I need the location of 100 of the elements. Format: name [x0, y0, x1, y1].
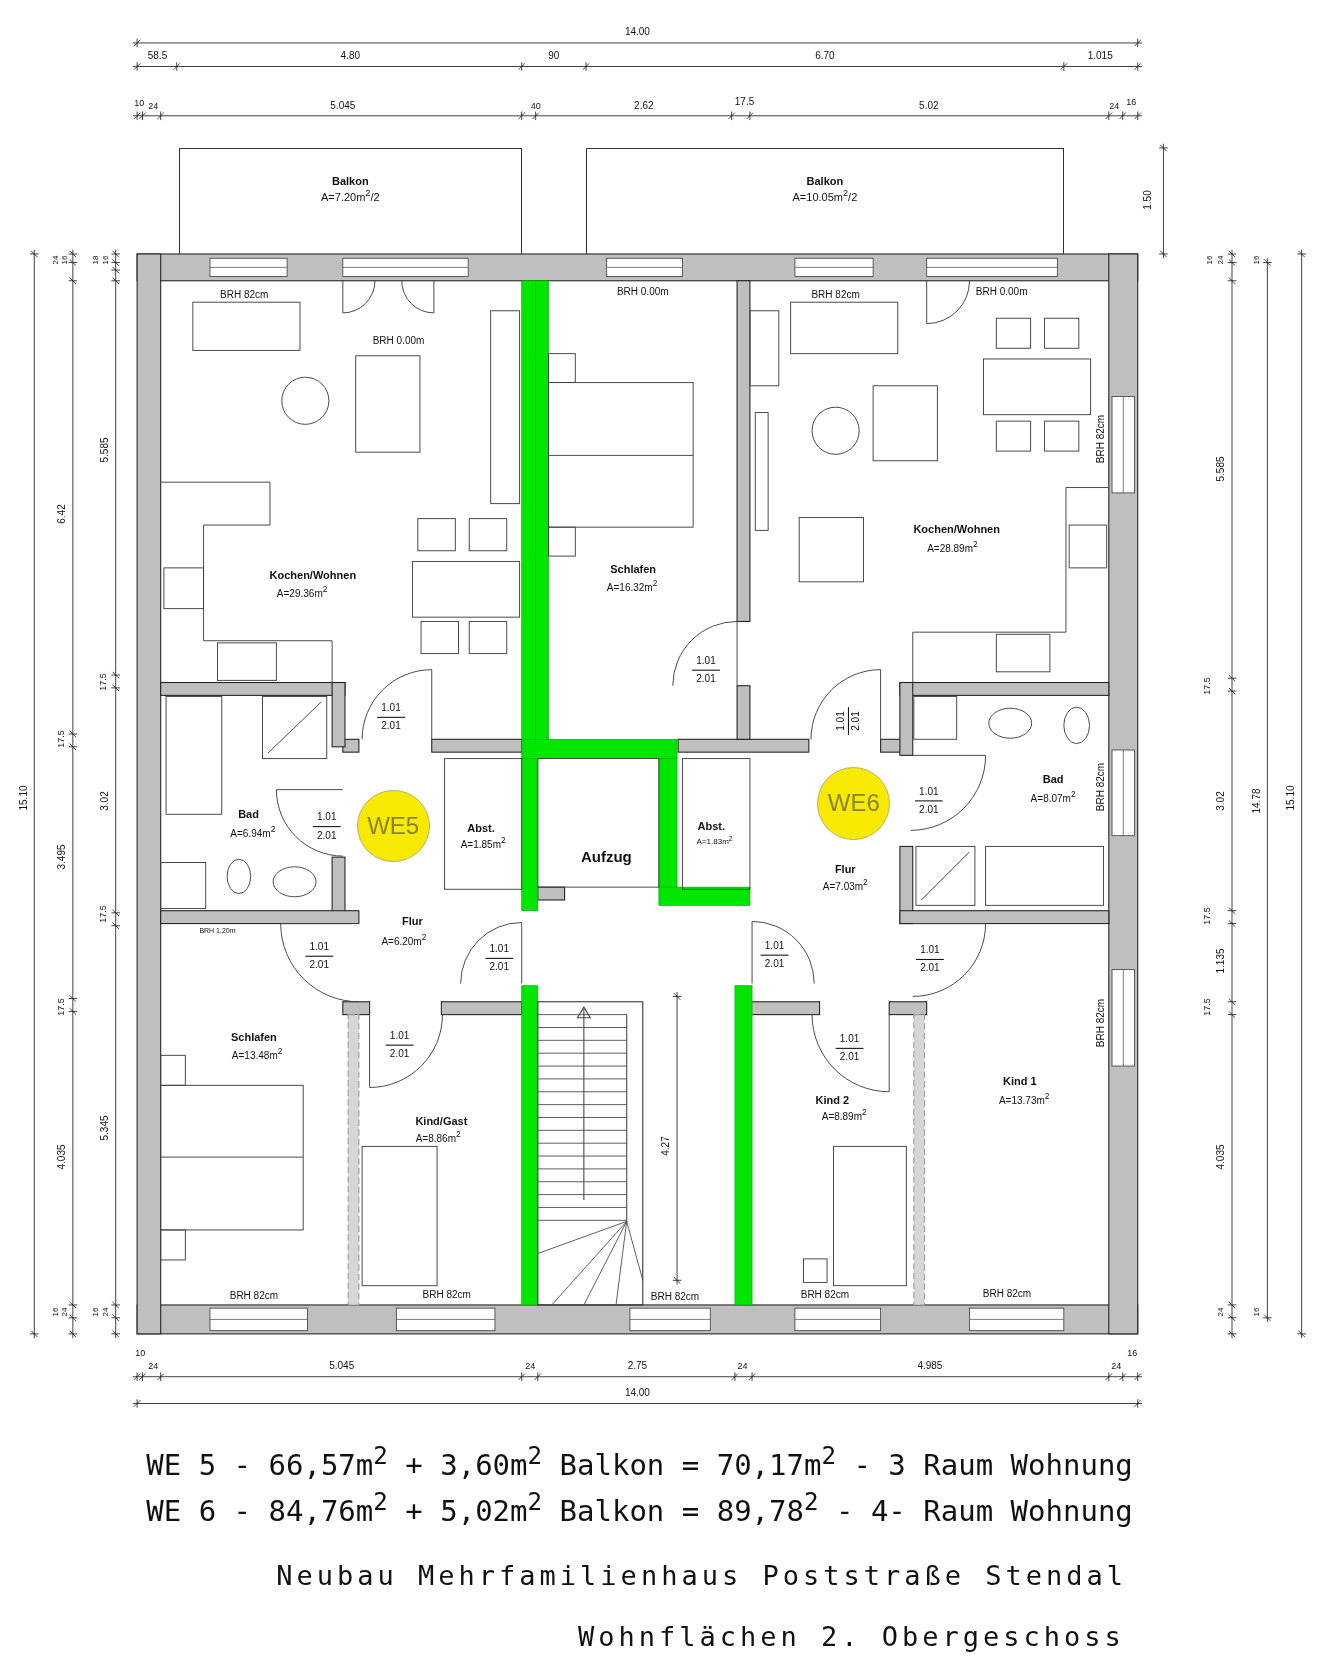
- dimension-label: 24: [61, 1307, 70, 1317]
- unit-number: WE6: [827, 789, 880, 818]
- door-size-label: 1.01: [764, 940, 785, 951]
- dimension-label: 24: [148, 1361, 159, 1371]
- balcony-outline: [586, 147, 1064, 254]
- dimension-label: 24: [737, 1361, 748, 1371]
- sill-height-label: BRH 82cm: [811, 289, 860, 300]
- room-area: A=16.32m$^{2}$: [606, 579, 658, 593]
- dimension-label: 1.135: [1216, 948, 1227, 974]
- room-name: Kochen/Wohnen: [269, 569, 357, 581]
- room-area: A=28.89m$^{2}$: [927, 540, 978, 555]
- area-summary: WE 5 - 66,57m$^{2}$ + 3,60m$^{2}$ Balkon = 70,17m$^{2}$ - 3 Raum Wohnung: [146, 1444, 1133, 1481]
- dimension-label: 90: [548, 50, 560, 61]
- dimension-label: 17.5: [734, 96, 755, 107]
- dimension-label: 15.10: [18, 785, 29, 811]
- dimension-label: 1.50: [1143, 190, 1154, 211]
- dimension-label: 3.495: [57, 844, 68, 870]
- sill-height-label: BRH 82cm: [229, 1291, 279, 1302]
- dimension-label: 4.80: [340, 50, 361, 61]
- room-area: A=13.73m$^{2}$: [998, 1092, 1050, 1106]
- sill-height-label: BRH 0.00m: [372, 335, 425, 346]
- dimension-label: 17.5: [98, 905, 108, 923]
- door-size-label: 2.01: [764, 959, 785, 970]
- dimension-label: 24: [1109, 101, 1120, 111]
- balcony-area: A=7.20m$^{2}$/2: [179, 188, 521, 204]
- dimension-label: 17.5: [1202, 998, 1212, 1016]
- room-area: A=29.36m$^{2}$: [276, 585, 328, 600]
- room-name: Abst.: [697, 820, 726, 832]
- door-size-label: 2.01: [839, 1052, 860, 1063]
- door-size-label: 1.01: [696, 656, 716, 666]
- room-area: A=6.94m$^{2}$: [230, 825, 276, 840]
- room-name: Kind 1: [1003, 1075, 1037, 1087]
- room-name: Flur: [402, 915, 423, 927]
- dimension-label: 10: [134, 98, 145, 108]
- dimension-label: 5.585: [100, 437, 110, 463]
- sill-height-label: BRH 82cm: [1096, 763, 1107, 812]
- dimension-label: 5.345: [100, 1115, 110, 1141]
- project-title: Wohnflächen 2. Obergeschoss: [577, 1622, 1125, 1650]
- dimension-label: 6.42: [57, 504, 68, 524]
- room-name: Kind 2: [815, 1094, 850, 1106]
- door-size-label: 1.01: [489, 944, 509, 955]
- dimension-label: 14.78: [1251, 788, 1262, 814]
- dimension-label: 24: [148, 101, 159, 111]
- door-size-label: 1.01: [920, 945, 940, 956]
- room-name: Aufzug: [580, 848, 632, 864]
- room-area: A=1.83m$^{2}$: [696, 835, 733, 847]
- door-size-label: 2.01: [317, 830, 337, 841]
- dimension-label: 24: [51, 255, 60, 265]
- door-size-label: 1.01: [389, 1030, 410, 1041]
- room-area: A=1.85m$^{2}$: [460, 836, 506, 850]
- balcony-area: A=10.05m$^{2}$/2: [587, 188, 1063, 204]
- dimension-label: 3.02: [1216, 791, 1227, 812]
- room-name: Bad: [238, 808, 259, 820]
- room-area: A=7.03m$^{2}$: [822, 878, 868, 892]
- sill-height-label: BRH 0.00m: [975, 287, 1028, 298]
- sill-height-label: BRH 82cm: [220, 289, 269, 300]
- sill-height-label: BRH 82cm: [650, 1292, 700, 1303]
- dimension-label: 24: [1217, 255, 1226, 265]
- door-size-label: 2.01: [489, 962, 509, 973]
- dimension-label: 17.5: [1202, 907, 1212, 925]
- dimension-label: 16: [102, 255, 111, 265]
- dimension-label: 17.5: [56, 998, 66, 1016]
- balcony-label: Balkon: [805, 174, 845, 188]
- room-name: Kind/Gast: [415, 1115, 468, 1127]
- dimension-label: 5.02: [919, 101, 939, 112]
- door-size-label: 2.01: [381, 721, 401, 732]
- door-size-label: 1.01: [919, 786, 939, 797]
- room-area: A=8.89m$^{2}$: [821, 1108, 867, 1122]
- dimension-label: 15.10: [1285, 785, 1296, 811]
- sill-height-label: BRH 82cm: [1096, 415, 1107, 464]
- dimension-label: 5.045: [330, 101, 356, 112]
- dimension-label: 24: [1111, 1361, 1122, 1371]
- dimension-label: 3.02: [100, 791, 110, 812]
- dimension-label: 16: [61, 255, 70, 265]
- room-name: Schlafen: [610, 563, 657, 575]
- unit-number: WE5: [367, 811, 420, 841]
- dimension-label: 5.045: [329, 1360, 355, 1371]
- dimension-label: 14.00: [624, 27, 650, 38]
- dimension-label: 4.035: [1216, 1144, 1227, 1170]
- door-size-label: 1.01: [839, 1034, 860, 1045]
- dimension-label: 16: [51, 1307, 60, 1317]
- dimension-label: 24: [525, 1361, 536, 1371]
- door-size-label: 2.01: [696, 674, 716, 685]
- door-size-label: 2.01: [850, 711, 861, 731]
- project-title: Neubau Mehrfamilienhaus Poststraße Stendal: [276, 1561, 1127, 1589]
- dimension-label: 16: [1252, 255, 1261, 265]
- door-size-label: 2.01: [309, 960, 329, 971]
- sill-height-label: BRH 82cm: [422, 1290, 471, 1301]
- balcony-label: Balkon: [330, 174, 370, 188]
- door-size-label: 1.01: [381, 703, 401, 714]
- room-area: A=8.86m$^{2}$: [415, 1130, 461, 1144]
- room-area: A=13.48m$^{2}$: [231, 1047, 283, 1061]
- dimension-label: 58.5: [147, 50, 168, 61]
- dimension-label: 2.75: [627, 1360, 648, 1371]
- dimension-label: 16: [1127, 1348, 1138, 1358]
- sill-height-label: BRH 82cm: [982, 1289, 1032, 1300]
- sill-height-label: BRH 0.00m: [616, 287, 669, 298]
- dimension-label: 4.27: [661, 1136, 672, 1157]
- door-size-label: 2.01: [389, 1049, 410, 1060]
- room-name: Flur: [834, 863, 856, 875]
